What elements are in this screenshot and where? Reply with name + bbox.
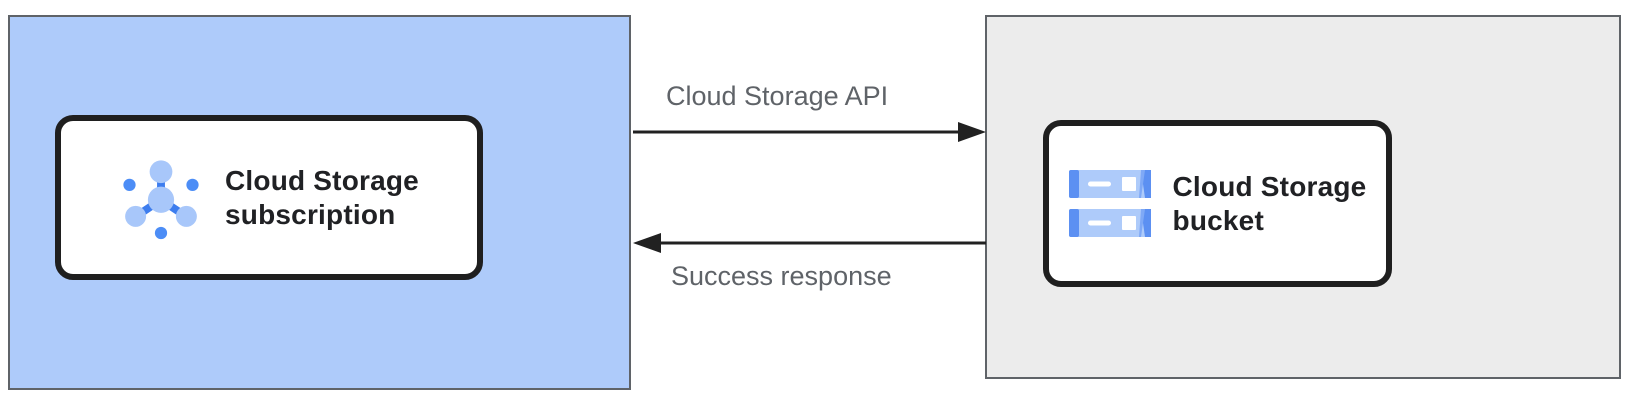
subscription-label-line2: subscription (225, 198, 396, 230)
cloud-storage-subscription-card: Cloud Storage subscription (55, 115, 483, 280)
bucket-label-line2: bucket (1172, 204, 1264, 236)
subscription-zone: Cloud Storage subscription (8, 15, 631, 390)
request-arrow-label: Cloud Storage API (666, 81, 889, 111)
subscription-label-line1: Cloud Storage (225, 164, 419, 196)
bucket-card-label: Cloud Storage bucket (1173, 170, 1367, 238)
response-arrow (633, 233, 986, 253)
bucket-label-line1: Cloud Storage (1172, 170, 1367, 202)
storage-zone: Cloud Storage bucket (985, 15, 1621, 379)
response-arrow-label: Success response (671, 261, 892, 291)
cloud-storage-bucket-icon (1068, 170, 1151, 237)
cloud-storage-bucket-card: Cloud Storage bucket (1043, 120, 1392, 287)
request-arrow (633, 122, 986, 142)
subscription-card-label: Cloud Storage subscription (225, 164, 419, 232)
pubsub-icon (123, 159, 199, 239)
